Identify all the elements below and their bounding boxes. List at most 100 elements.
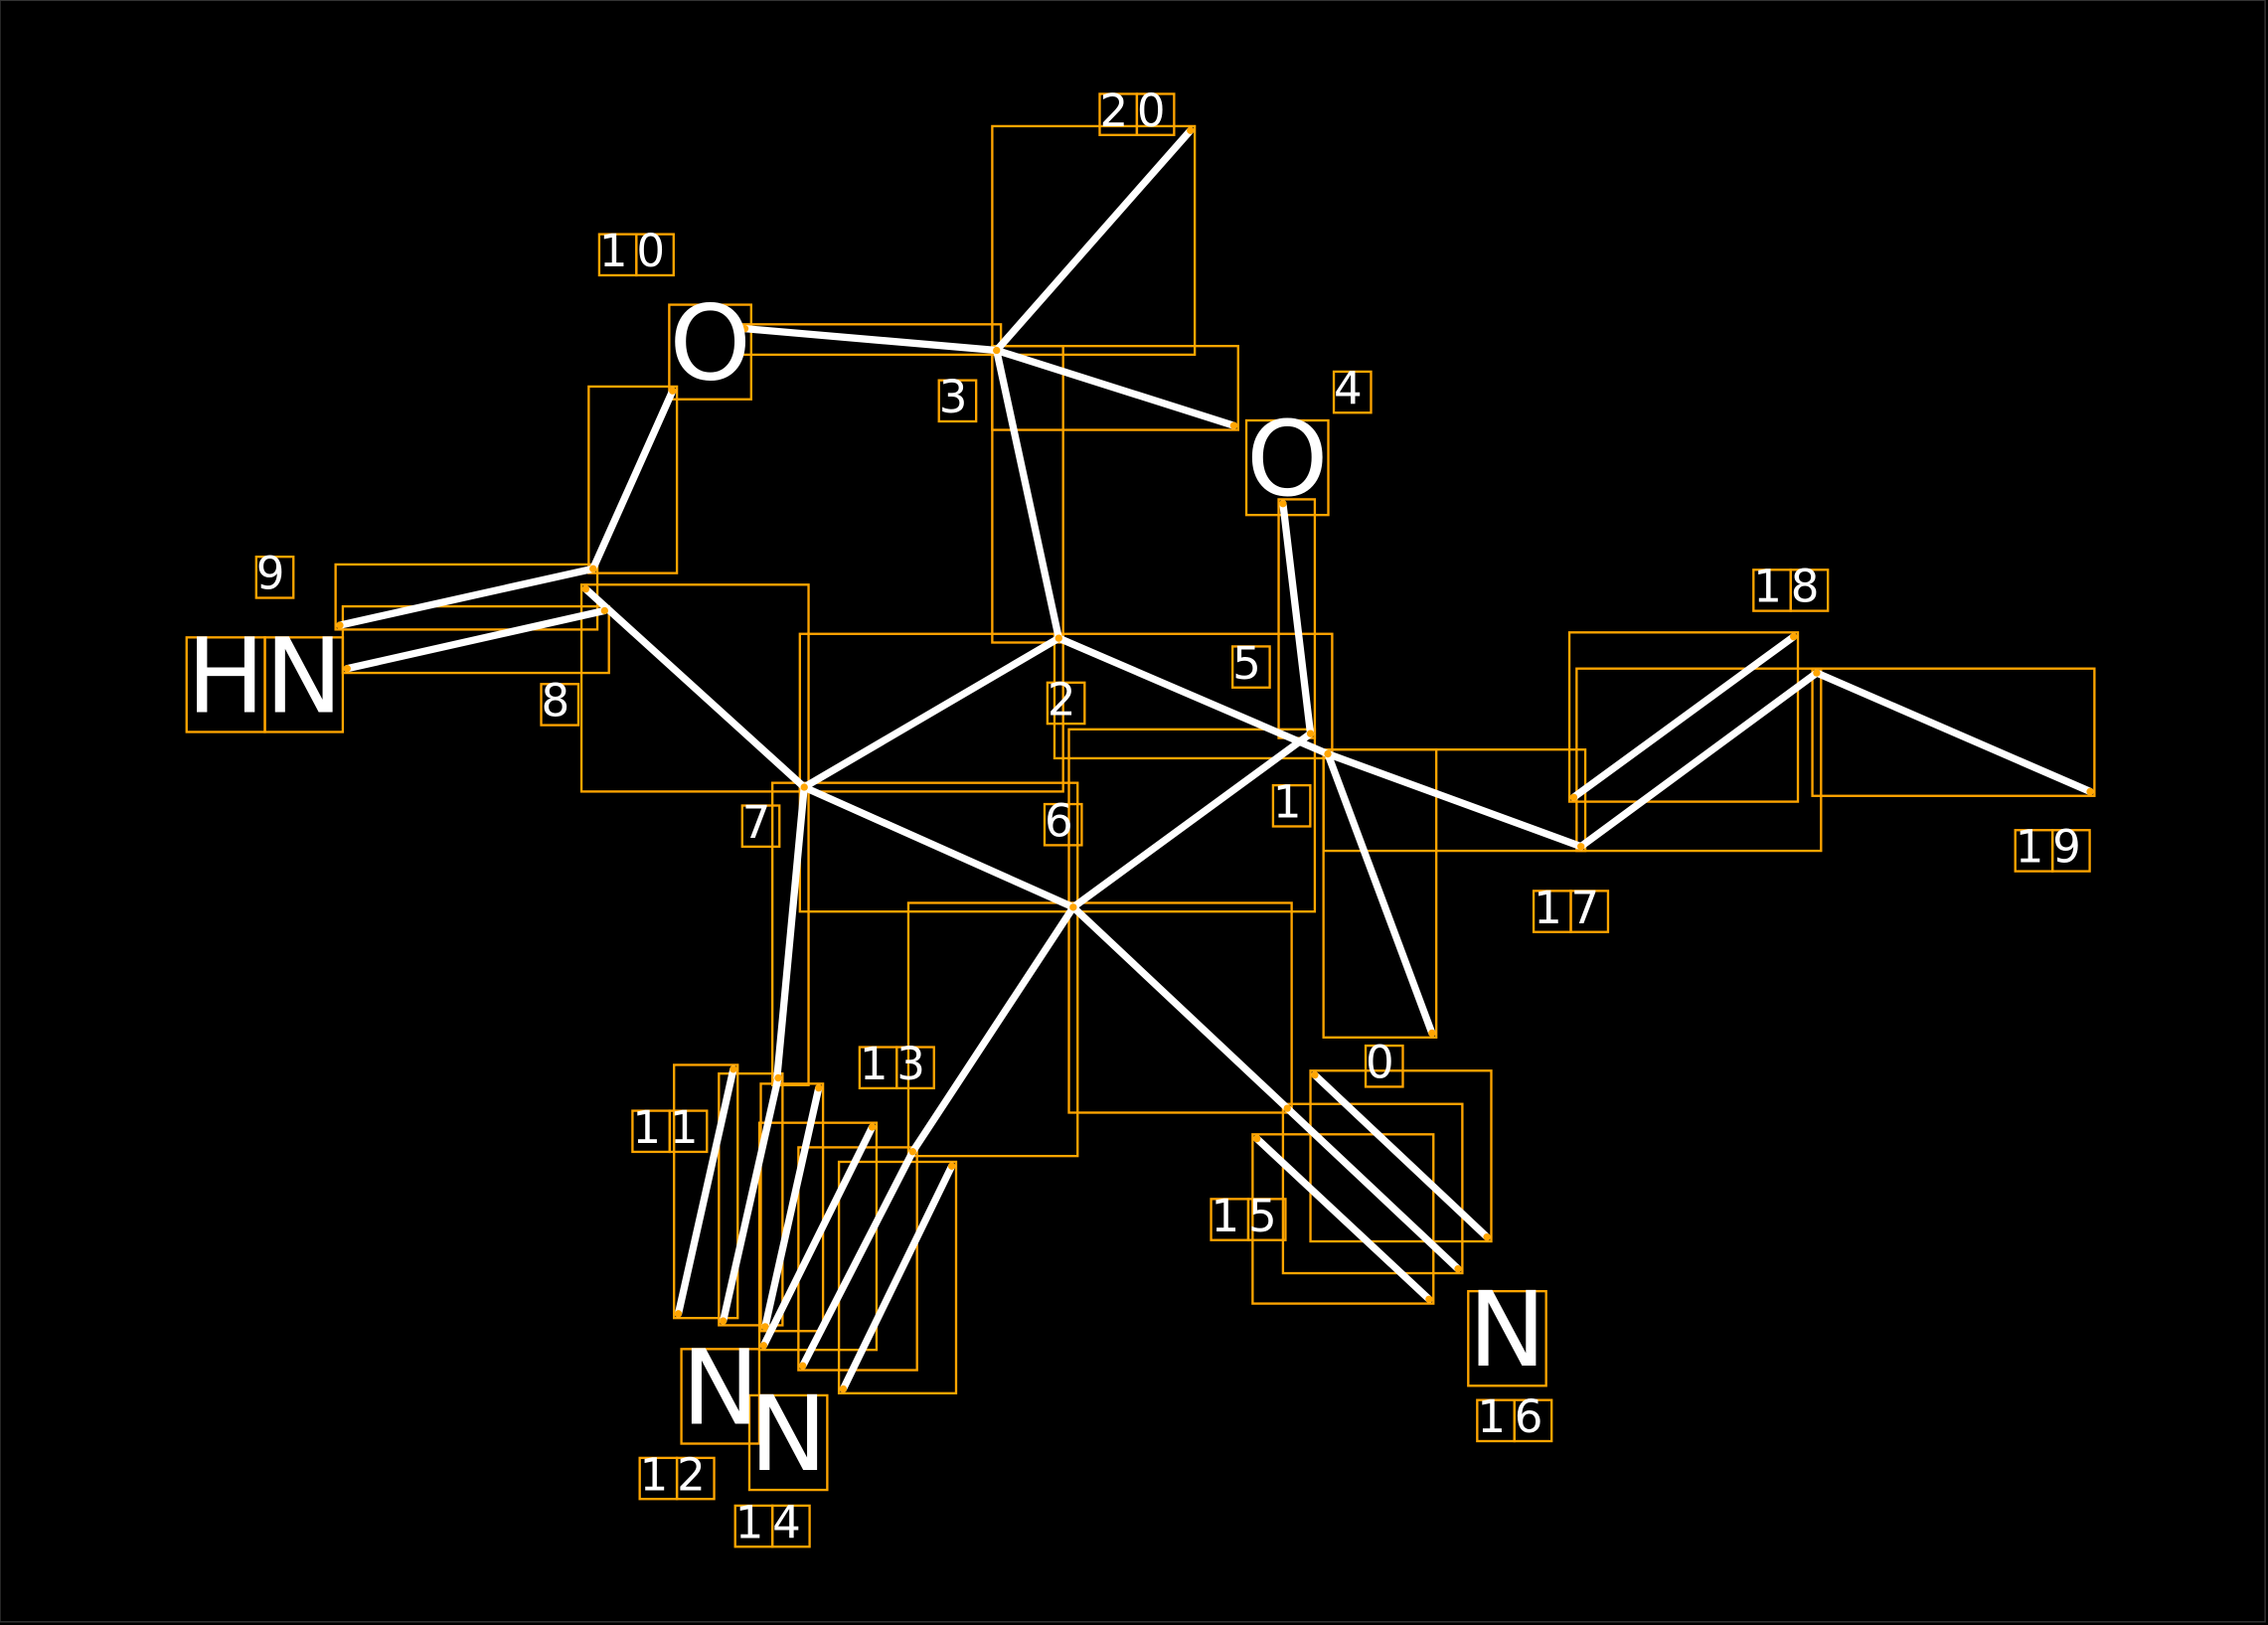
glyph-box — [740, 804, 781, 849]
bond-line — [1054, 634, 1332, 758]
glyph-box — [1246, 1198, 1287, 1241]
index-14: 14 — [735, 1496, 810, 1548]
bond-line — [772, 783, 808, 1085]
bond-line — [589, 387, 677, 572]
bond-line — [1311, 1071, 1491, 1241]
bond-endpoint — [336, 621, 344, 629]
glyph-box — [254, 556, 295, 599]
bond-boxes — [185, 92, 2096, 1548]
bond-box — [1067, 901, 1293, 1114]
glyph-box — [635, 233, 675, 277]
bond-box — [837, 1160, 958, 1394]
bond-endpoint — [868, 1123, 877, 1131]
bond-endpoint — [1428, 1029, 1436, 1038]
glyph-box — [747, 1393, 829, 1492]
bond-line — [1279, 500, 1315, 737]
bond-line — [343, 606, 608, 673]
bond-endpoint — [1069, 903, 1077, 911]
bond-box — [587, 385, 679, 574]
bond-endpoint — [600, 606, 608, 615]
atom-hn: HN — [187, 615, 343, 736]
bond-endpoint — [1454, 1265, 1462, 1273]
bond-box — [906, 901, 1079, 1158]
bond-endpoint — [908, 1148, 916, 1156]
bond-line — [993, 346, 1238, 429]
index-16: 16 — [1477, 1390, 1551, 1443]
index-0: 0 — [1366, 1037, 1402, 1089]
glyph-box — [1043, 802, 1083, 847]
bond-endpoint — [1306, 730, 1315, 737]
bond-line — [1324, 749, 1585, 851]
glyph-box — [1569, 890, 1610, 933]
atom-o10: O — [669, 283, 750, 405]
bond-line — [839, 1162, 956, 1393]
bond-line — [581, 585, 808, 791]
glyph-box — [1467, 1289, 1547, 1387]
bond-line — [993, 126, 1195, 355]
glyph-box — [263, 636, 345, 733]
glyph-box — [668, 303, 752, 401]
glyph-box — [895, 1046, 935, 1090]
bond-endpoint — [1054, 634, 1062, 642]
bond-line — [1324, 749, 1436, 1038]
bond-box — [1811, 667, 2096, 797]
atom-n16: N — [1468, 1269, 1545, 1390]
bond-endpoint — [761, 1323, 769, 1331]
bond-line — [336, 565, 597, 629]
bond-box — [759, 1082, 825, 1333]
bond-endpoint — [1790, 633, 1798, 641]
atom-o4: O — [1246, 399, 1328, 520]
bond-line — [800, 634, 1062, 791]
bond-endpoint — [729, 1065, 737, 1073]
glyph-box — [1364, 1044, 1404, 1088]
bond-line — [761, 1084, 823, 1331]
bond-endpoint — [589, 565, 597, 572]
glyph-box — [1332, 370, 1373, 414]
atom-n14: N — [749, 1374, 827, 1495]
bond-endpoint — [720, 1317, 728, 1325]
atom-n12: N — [682, 1327, 759, 1448]
bond-endpoint — [1311, 1071, 1319, 1079]
bond-line — [1069, 730, 1315, 911]
glyph-box — [1046, 681, 1086, 726]
bond-box — [738, 323, 1003, 357]
bond-box — [770, 781, 810, 1086]
bond-line — [993, 346, 1062, 642]
glyph-box — [770, 1504, 811, 1548]
bonds — [336, 126, 2094, 1393]
bond-line — [1569, 633, 1798, 801]
bond-endpoint — [1253, 1135, 1261, 1143]
bond-endpoint — [1483, 1233, 1491, 1241]
bond-line — [740, 325, 1001, 355]
bond-endpoint — [947, 1162, 956, 1170]
bond-line — [1283, 1104, 1462, 1273]
index-10: 10 — [599, 225, 674, 277]
bond-line — [759, 1123, 877, 1350]
bond-box — [1322, 748, 1438, 1039]
bond-box — [1281, 1102, 1464, 1275]
index-11: 11 — [632, 1101, 707, 1154]
bond-box — [1067, 728, 1317, 913]
bond-endpoint — [1283, 1104, 1291, 1112]
bond-line — [720, 1073, 782, 1325]
bond-box — [991, 344, 1064, 644]
bond-box — [673, 1063, 739, 1320]
bond-endpoint — [1577, 843, 1585, 851]
glyph-box — [675, 1456, 716, 1501]
bond-line — [799, 1148, 916, 1370]
index-13: 13 — [860, 1038, 934, 1090]
bond-line — [908, 903, 1077, 1156]
bond-endpoint — [1279, 500, 1287, 508]
index-17: 17 — [1534, 882, 1608, 934]
glyph-box — [540, 683, 580, 727]
bond-line — [1069, 903, 1291, 1112]
bond-endpoint — [581, 585, 590, 593]
bond-box — [1567, 631, 1800, 803]
bond-box — [1575, 667, 1823, 853]
index-20: 20 — [1099, 84, 1174, 137]
glyph-box — [1231, 645, 1271, 689]
index-4: 4 — [1334, 362, 1371, 414]
bond-line — [800, 783, 1077, 911]
